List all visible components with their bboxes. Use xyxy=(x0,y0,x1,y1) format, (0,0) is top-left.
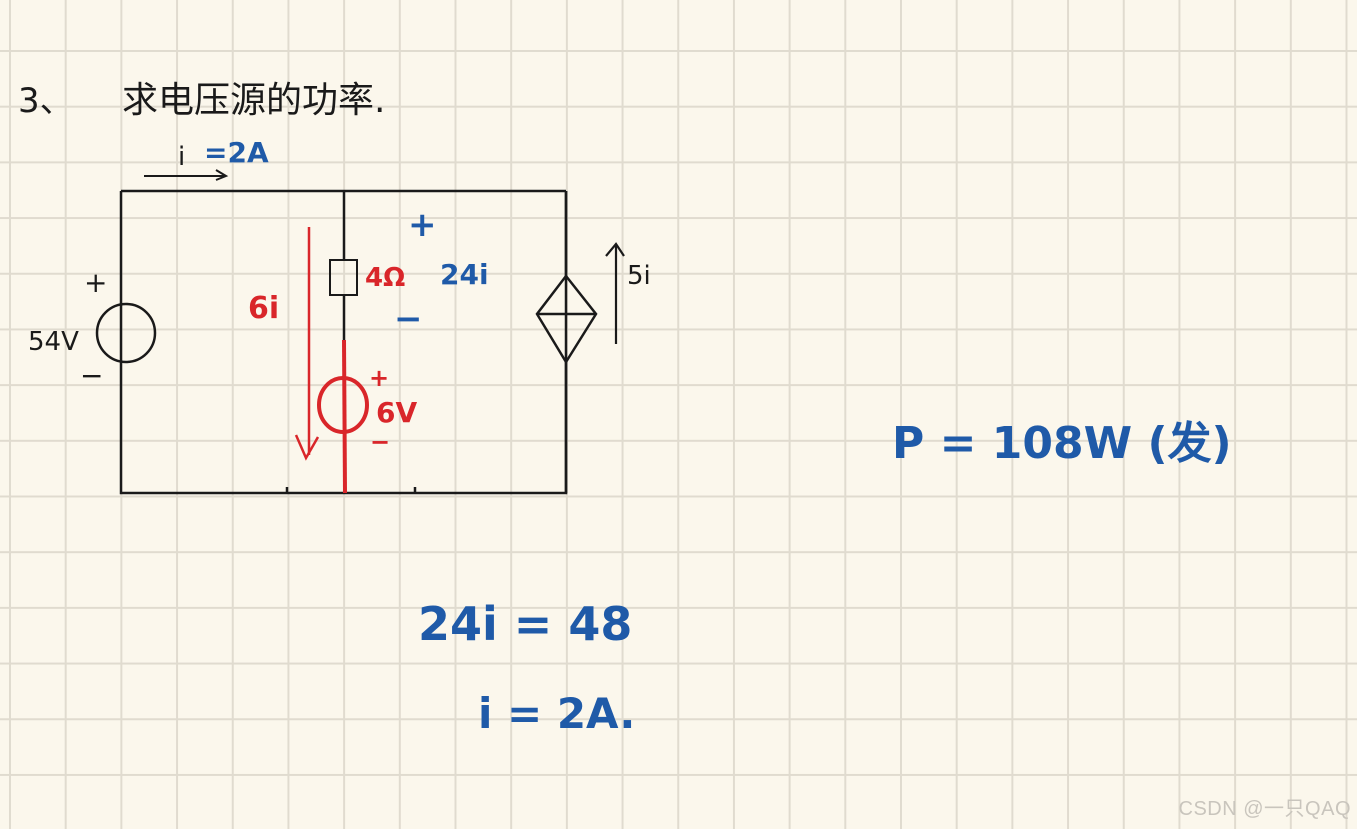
source-plus-sign: + xyxy=(84,266,107,299)
source-minus-sign: − xyxy=(80,359,103,392)
resistor-icon xyxy=(329,259,358,296)
result-line: i = 2A. xyxy=(478,689,635,738)
problem-number: 3、 xyxy=(18,81,74,121)
branch-source-voltage-label: 6V xyxy=(376,396,417,429)
top-current-label: i xyxy=(178,142,185,172)
branch-current-arrow-icon xyxy=(294,227,320,461)
problem-title: 求电压源的功率. xyxy=(122,80,385,121)
voltage-source-icon xyxy=(95,302,157,364)
equation-line: 24i = 48 xyxy=(418,597,632,651)
top-current-arrow-icon xyxy=(144,169,229,181)
resistor-label: 4Ω xyxy=(365,263,405,293)
branch-source-minus-sign: − xyxy=(370,428,390,456)
branch-voltage-source-icon xyxy=(317,376,369,434)
red-branch-wire xyxy=(342,339,347,494)
dependent-source-arrow-icon xyxy=(605,242,625,344)
watermark: CSDN @一只QAQ xyxy=(1178,798,1351,820)
resistor-plus-sign: + xyxy=(408,205,437,245)
source-voltage-label: 54V xyxy=(28,327,79,357)
power-result: P = 108W (发) xyxy=(892,418,1232,469)
branch-source-plus-sign: + xyxy=(369,364,389,392)
top-current-value: =2A xyxy=(204,136,269,169)
resistor-voltage-label: 24i xyxy=(440,258,489,291)
dependent-source-label: 5i xyxy=(627,261,651,291)
branch-current-label: 6i xyxy=(248,291,279,326)
dependent-current-source-icon xyxy=(535,273,598,365)
resistor-minus-sign: − xyxy=(394,299,423,339)
